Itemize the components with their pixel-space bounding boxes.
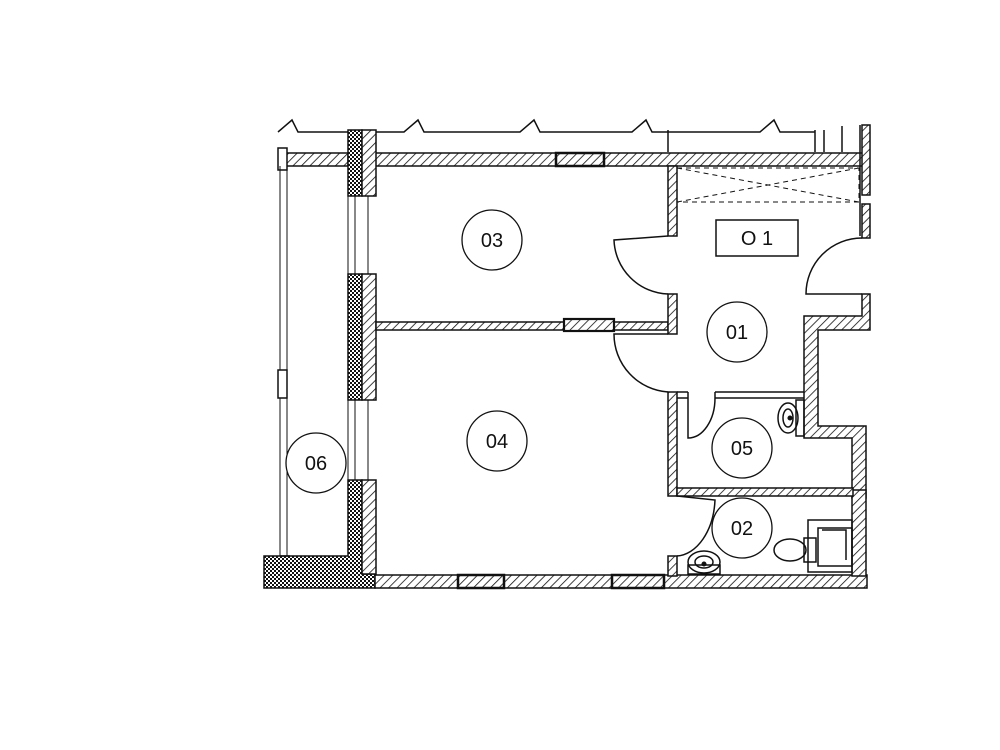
door-03 (613, 235, 669, 295)
room-03: 03 (461, 209, 523, 271)
washbasin-02 (687, 550, 721, 575)
window-bottom (456, 573, 506, 590)
room-04: 04 (466, 410, 528, 472)
wall-interior-vertical-lower (667, 391, 678, 497)
column-top-left (347, 129, 363, 197)
room-label-02: 02 (731, 518, 753, 540)
room-label-05: 05 (731, 438, 753, 460)
room-05: 05 (711, 417, 773, 479)
wall-left-bottom (263, 479, 376, 589)
door-05 (687, 397, 716, 439)
wall-top (374, 152, 864, 167)
room-01: 01 (706, 301, 768, 363)
room-label-03: 03 (481, 230, 503, 252)
wall-partition-03-04 (375, 321, 669, 331)
entrance-door (805, 237, 863, 295)
room-06: 06 (285, 432, 347, 494)
window-top (554, 151, 606, 168)
wall-right-top (861, 124, 871, 196)
door-04 (613, 333, 669, 393)
wall-05-02 (676, 487, 854, 497)
wall-right-step (803, 293, 871, 499)
toilet-02 (773, 519, 853, 573)
room-label-06: 06 (305, 453, 327, 475)
wall-top-left (285, 152, 349, 167)
room-label-04: 04 (486, 431, 508, 453)
room-label-01: 01 (726, 322, 748, 344)
door-02 (676, 495, 716, 557)
room-02: 02 (711, 497, 773, 559)
unit-tag-label: O 1 (741, 228, 773, 250)
column-mid-left (347, 273, 363, 401)
wall-interior-vertical-upper (667, 165, 678, 237)
washbasin-05 (777, 399, 805, 437)
unit-tag: O 1 (715, 219, 799, 257)
wardrobe-outline (676, 167, 860, 203)
